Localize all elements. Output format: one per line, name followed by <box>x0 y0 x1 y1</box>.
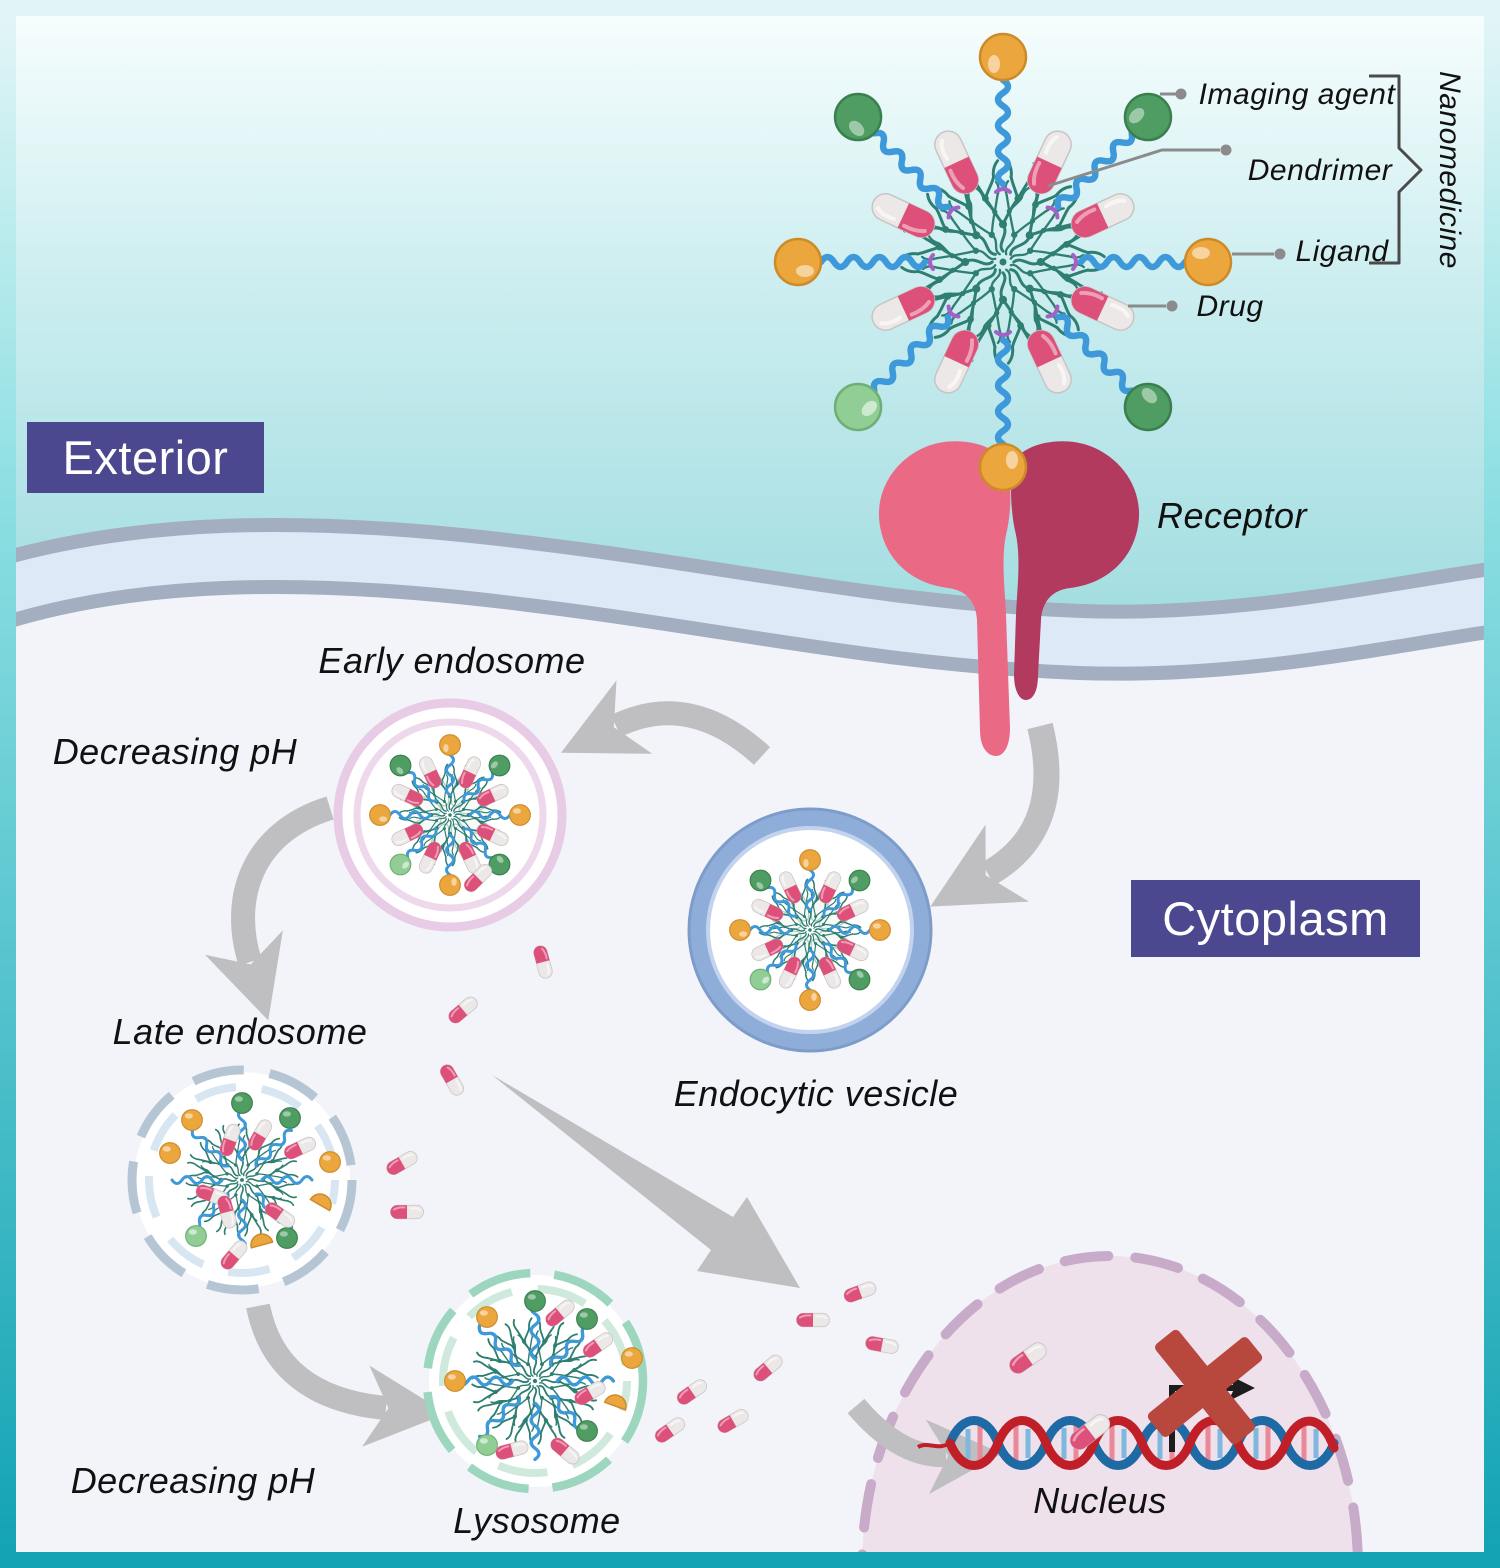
legend-label-drug: Drug <box>1196 290 1264 323</box>
label-receptor: Receptor <box>1156 495 1308 536</box>
zone-badge-cytoplasm: Cytoplasm <box>1131 880 1420 957</box>
endocytic-vesicle <box>687 807 933 1053</box>
label-endocytic-vesicle: Endocytic vesicle <box>673 1073 959 1114</box>
legend-label-ligand: Ligand <box>1295 235 1389 268</box>
zone-badge-exterior: Exterior <box>27 422 264 493</box>
label-late-endosome: Late endosome <box>112 1011 368 1052</box>
label-early-endosome: Early endosome <box>318 640 586 681</box>
label-lysosome: Lysosome <box>453 1500 621 1541</box>
early-endosome <box>333 698 567 932</box>
label-decreasing-ph-top: Decreasing pH <box>52 731 298 772</box>
nanomedicine-particle-main <box>775 34 1231 490</box>
label-nucleus: Nucleus <box>1033 1480 1167 1521</box>
legend-label-dendrimer: Dendrimer <box>1247 154 1393 187</box>
legend-label-imaging-agent: Imaging agent <box>1198 78 1396 111</box>
label-decreasing-ph-bottom: Decreasing pH <box>70 1460 316 1501</box>
legend-label-nanomedicine: Nanomedicine <box>1433 71 1466 269</box>
